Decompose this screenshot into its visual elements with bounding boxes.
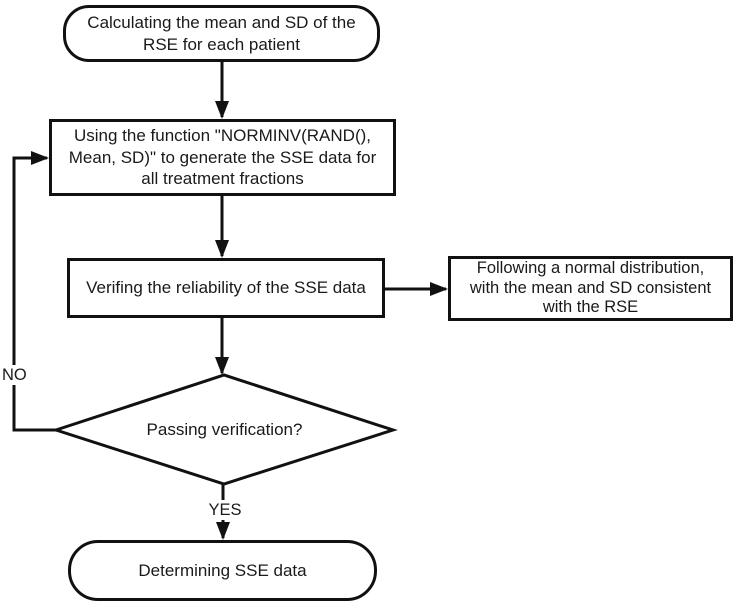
decision-diamond-shape (51, 373, 398, 486)
node-end-terminator: Determining SSE data (68, 540, 377, 601)
node-generate-sse-process: Using the function "NORMINV(RAND(), Mean… (49, 119, 396, 196)
arrow-decision-no-loop (12, 151, 56, 432)
node-decision-label: Passing verification? (146, 419, 303, 439)
edge-label-yes: YES (200, 500, 250, 520)
node-start-terminator: Calculating the mean and SD of the RSE f… (63, 5, 380, 62)
node-verify-reliability-process: Verifing the reliability of the SSE data (67, 258, 385, 318)
edge-label-no: NO (0, 365, 29, 385)
node-distribution-note: Following a normal distribution, with th… (448, 256, 733, 321)
